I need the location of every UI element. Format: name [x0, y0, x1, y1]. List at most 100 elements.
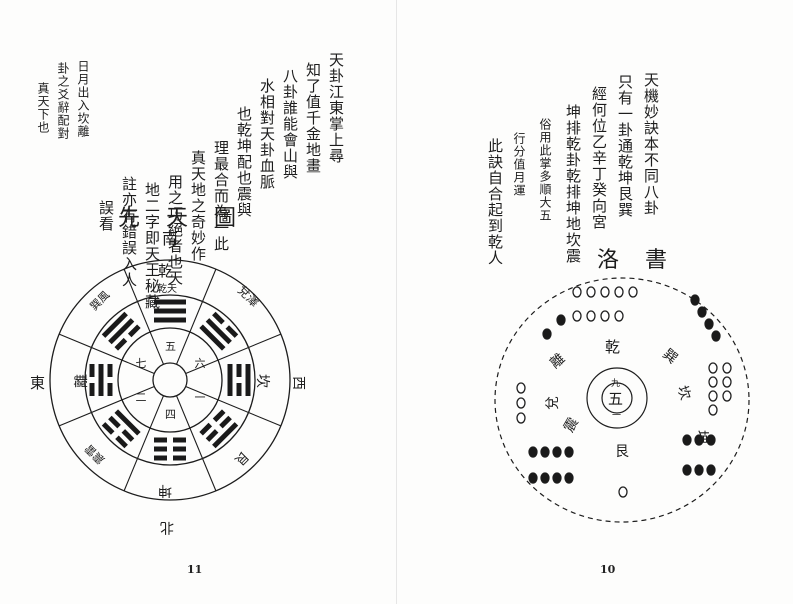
left-text-column-3: 八卦誰能會山與	[281, 68, 299, 180]
trigram-solid-line	[114, 409, 141, 436]
luoshu-kan-label: 坎	[673, 384, 693, 403]
bagua-spoke	[123, 395, 165, 492]
trigram-solid-line	[154, 308, 186, 314]
trigram-broken-line	[212, 409, 226, 423]
trigram-line	[154, 317, 186, 323]
trigram-broken-line	[205, 429, 219, 442]
right-text-column-5: 俗用此掌多順大五	[538, 118, 552, 222]
luoshu-zhen-label: 震	[561, 415, 582, 435]
luoshu-dot-top	[600, 310, 610, 322]
luoshu-dot-top	[628, 286, 638, 298]
li-label: 離	[73, 374, 90, 388]
luoshu-diagram-title: 洛書	[597, 248, 694, 273]
trigram-broken-line	[89, 364, 95, 377]
luoshu-dot-lower_right	[706, 464, 716, 476]
trigram-line	[245, 364, 251, 396]
trigram-solid-line	[245, 364, 251, 396]
trigram-broken-line	[154, 455, 167, 461]
luoshu-dot-lower_right	[682, 464, 692, 476]
trigram-broken-line	[173, 446, 186, 452]
trigram-line	[107, 364, 113, 396]
luoshu-dot-lower_left	[540, 446, 550, 458]
qian-label: 乾	[158, 262, 173, 280]
luoshu-dot-lower_left	[564, 446, 574, 458]
bagua-spoke	[175, 268, 217, 365]
trigram-line	[154, 437, 186, 443]
luoshu-dot-bottom	[618, 486, 628, 498]
trigram-broken-line	[89, 383, 95, 396]
right-text-column-7: 此訣自合起到乾人	[486, 138, 504, 266]
trigram-broken-line	[154, 437, 167, 443]
luoshu-dot-right	[708, 362, 718, 374]
trigram-solid-line	[108, 318, 135, 345]
north-label: 北	[160, 519, 174, 535]
trigram-line	[108, 415, 135, 442]
trigram-broken-line	[219, 415, 232, 429]
inner-mark: 五	[165, 340, 176, 353]
trigram-broken-line	[108, 415, 121, 429]
left-text-column-6: 理最合而為一此	[212, 140, 230, 252]
left-text-column-1: 天卦江東掌上尋	[327, 52, 345, 164]
trigram-solid-line	[154, 317, 186, 323]
left-note-column-3: 真天下也	[36, 82, 50, 134]
trigram-solid-line	[101, 311, 128, 338]
inner-mark: 七	[136, 357, 147, 370]
trigram-line	[101, 422, 128, 449]
book-gutter	[396, 0, 397, 604]
luoshu-dot-right	[708, 376, 718, 388]
left-text-column-11: 誤看	[97, 200, 115, 232]
luoshu-dot-top	[572, 286, 582, 298]
gen-label: 艮	[231, 448, 251, 468]
kun-label: 坤	[158, 482, 172, 498]
left-note-column-2: 卦之爻辭配對	[56, 62, 70, 140]
luoshu-xun-label: 巽	[659, 346, 680, 367]
luoshu-dot-top	[586, 286, 596, 298]
trigram-line	[236, 364, 242, 396]
inner-mark: 六	[194, 357, 205, 370]
luoshu-dot-lower_right	[694, 464, 704, 476]
trigram-broken-line	[173, 437, 186, 443]
trigram-line	[205, 415, 232, 442]
xun-label: 巽風	[88, 288, 113, 313]
luoshu-dot-lower_right	[694, 434, 704, 446]
luoshu-li-label: 離	[547, 350, 569, 372]
trigram-broken-line	[212, 311, 225, 325]
luoshu-dot-right	[722, 362, 732, 374]
trigram-broken-line	[199, 422, 213, 436]
luoshu-dot-upper_right	[690, 294, 700, 306]
trigram-broken-line	[225, 325, 239, 338]
luoshu-dot-lower_right	[706, 434, 716, 446]
left-text-column-4: 水相對天卦血脈	[258, 78, 276, 190]
trigram-solid-line	[98, 364, 104, 396]
trigram-line	[212, 422, 239, 449]
trigram-broken-line	[173, 455, 186, 461]
right-text-column-4: 坤排乾卦乾排坤地坎震	[564, 104, 582, 264]
trigram-broken-line	[236, 383, 242, 396]
bagua-spoke	[185, 333, 282, 375]
luoshu-dui-label: 兌	[545, 396, 561, 410]
luoshu-gen-label: 艮	[615, 444, 629, 460]
inner-mark: 四	[165, 408, 176, 421]
dui-label: 兌澤	[235, 283, 262, 310]
luoshu-dot-left	[516, 382, 526, 394]
right-page-number: 10	[600, 563, 616, 576]
left-text-column-7: 真天地之奇妙作	[189, 150, 207, 262]
luoshu-dot-upper_left	[556, 314, 566, 326]
bagua-spoke	[58, 333, 155, 375]
luoshu-dot-left	[516, 412, 526, 424]
luoshu-dot-lower_left	[528, 446, 538, 458]
trigram-line	[89, 364, 95, 396]
right-text-column-2: 只有一卦通乾坤艮巽	[616, 74, 634, 218]
luoshu-qian-label: 乾	[605, 338, 620, 356]
luoshu-center-label: 五	[608, 390, 623, 408]
trigram-broken-line	[154, 446, 167, 452]
luoshu-dot-upper_right	[697, 306, 707, 318]
luoshu-dot-upper_right	[711, 330, 721, 342]
luoshu-dot-top	[614, 310, 624, 322]
left-text-column-9: 地二字即天王秘藏	[143, 182, 161, 310]
left-page: 天卦江東掌上尋知了值千金地畫八卦誰能會山與水相對天卦血脈也乾坤配也震與理最合而為…	[0, 0, 396, 604]
kan-label: 坎	[254, 374, 270, 388]
zhen-label: 震雷	[82, 442, 107, 467]
luoshu-dot-lower_left	[540, 472, 550, 484]
trigram-line	[199, 409, 226, 436]
